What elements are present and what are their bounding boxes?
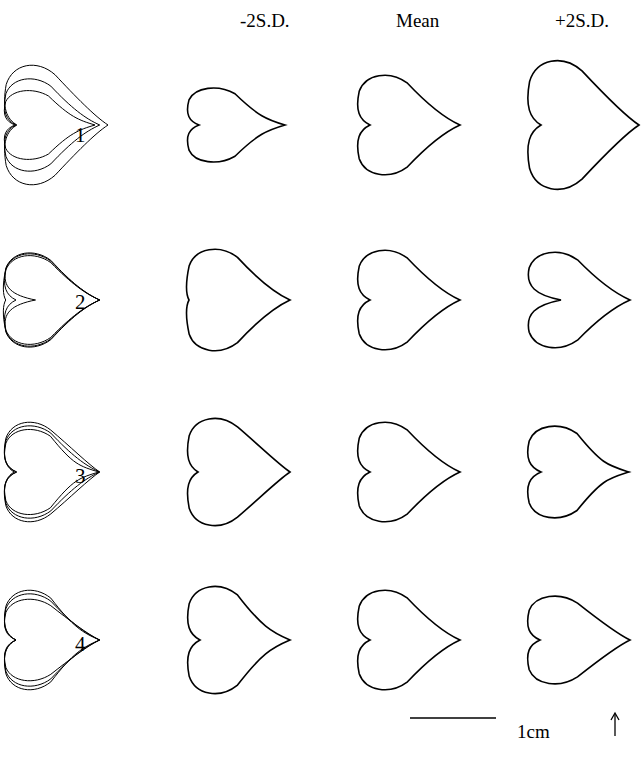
leaf-outline — [5, 65, 108, 185]
leaf-outline — [186, 249, 290, 350]
leaf-outline — [188, 418, 290, 525]
leaf-outline — [187, 88, 285, 162]
leaf-outline — [358, 75, 460, 174]
leaf-outline — [4, 590, 99, 690]
up-arrow — [611, 713, 619, 736]
column-header: Mean — [396, 11, 439, 30]
leaf-outline — [358, 422, 460, 521]
column-header: -2S.D. — [240, 11, 290, 30]
leaf-outline — [5, 429, 99, 514]
leaf-outline — [188, 586, 290, 693]
leaf-outline — [4, 91, 95, 160]
leaf-outline — [3, 253, 99, 347]
row-number: 3 — [75, 466, 86, 487]
row-number: 2 — [75, 292, 86, 313]
leaf-outline — [358, 590, 460, 689]
leaf-outline — [358, 250, 460, 349]
leaf-outline — [4, 254, 99, 346]
leaf-outline — [4, 599, 99, 681]
leaf-outline — [528, 252, 630, 347]
leaf-outline — [528, 61, 639, 190]
leaf-outline — [4, 426, 99, 518]
leaf-outline — [5, 256, 100, 345]
scale-label: 1cm — [517, 722, 550, 741]
leaf-outline — [4, 422, 99, 522]
leaf-outline — [4, 594, 99, 686]
leaf-outline — [528, 426, 629, 518]
row-number: 1 — [75, 125, 86, 146]
row-number: 4 — [75, 634, 86, 655]
leaf-outline — [528, 596, 630, 684]
scale-bar — [410, 717, 496, 719]
column-header: +2S.D. — [555, 11, 609, 30]
leaf-outline — [4, 79, 99, 171]
